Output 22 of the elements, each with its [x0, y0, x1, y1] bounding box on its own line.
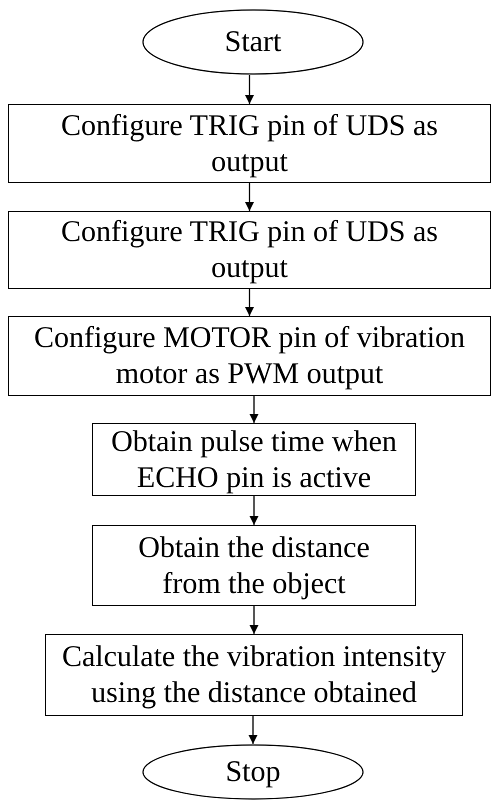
process-box — [8, 316, 491, 396]
step-text: Configure TRIG pin of UDS as output — [60, 214, 439, 286]
arrow — [245, 183, 254, 211]
terminal-ellipse — [142, 9, 364, 75]
step-text: Stop — [225, 754, 281, 790]
arrow — [245, 289, 254, 316]
process-box — [8, 104, 491, 183]
terminal-ellipse — [142, 744, 364, 800]
step-text: Obtain pulse time when ECHO pin is active — [110, 424, 398, 496]
arrow — [250, 496, 258, 525]
arrow — [248, 716, 258, 744]
arrow — [250, 396, 258, 423]
arrow — [245, 75, 254, 104]
process-box — [92, 525, 416, 606]
step-text: Configure TRIG pin of UDS as output — [60, 108, 439, 180]
step-text: Start — [224, 24, 282, 60]
step-text: Obtain the distance from the object — [137, 530, 371, 602]
step-text: Configure MOTOR pin of vibration motor as PWM output — [32, 320, 466, 392]
process-box — [8, 211, 491, 289]
arrow — [250, 606, 258, 634]
process-box — [45, 634, 463, 716]
step-text: Calculate the vibration intensity using the distance obtained — [60, 639, 448, 711]
